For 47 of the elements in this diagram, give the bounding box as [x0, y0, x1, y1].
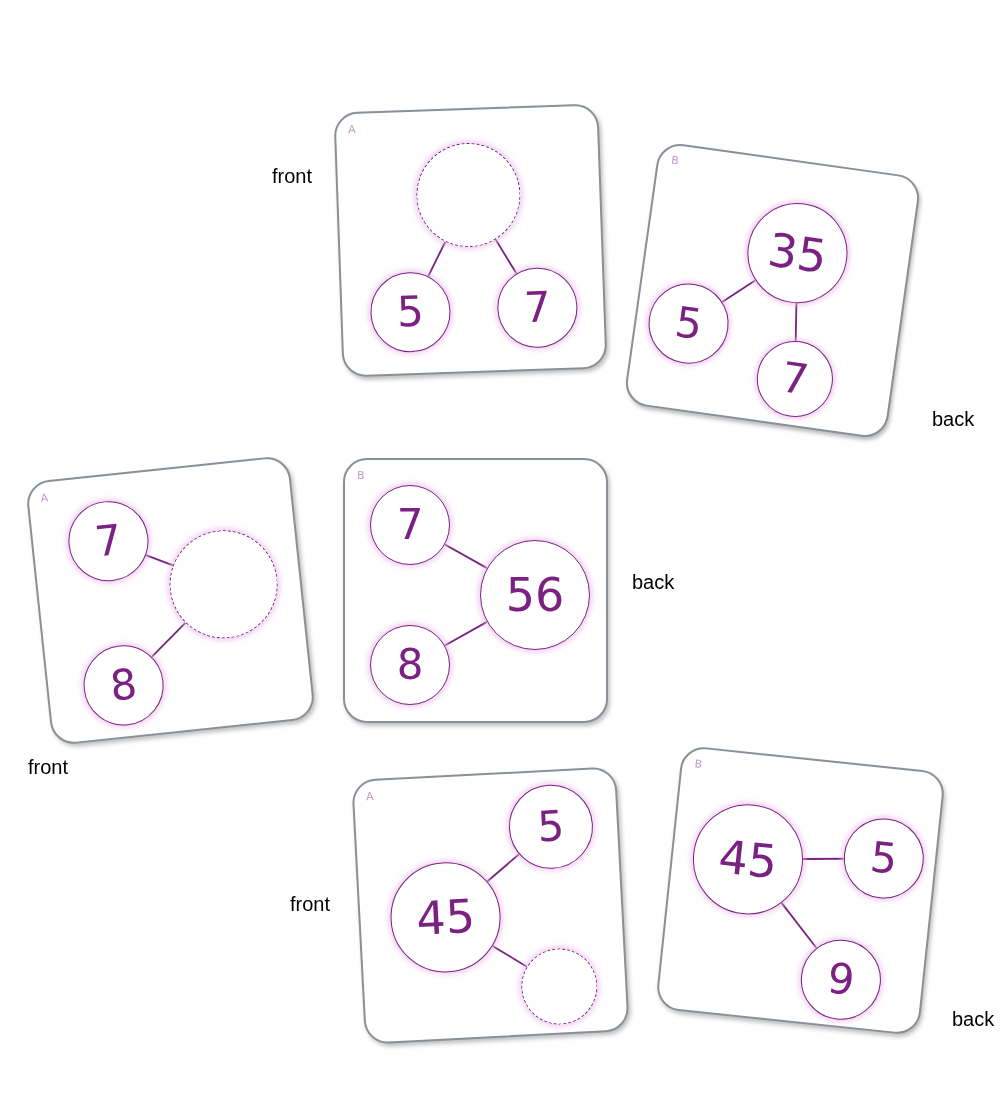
number: 56	[505, 572, 565, 618]
card-letter: B	[357, 470, 365, 481]
side-label: front	[272, 165, 313, 188]
blank-circle	[414, 141, 523, 249]
connector-line	[486, 853, 520, 883]
number: 45	[716, 833, 780, 886]
card-letter: A	[365, 790, 374, 803]
side-label: front	[28, 756, 69, 779]
connector-line	[491, 945, 528, 968]
number-circle	[480, 540, 590, 650]
card-letter: A	[347, 123, 356, 136]
number: 45	[415, 892, 476, 942]
number-circle	[370, 485, 450, 565]
number-circle	[369, 270, 452, 354]
card-letter: A	[40, 492, 49, 504]
side-label: back	[932, 408, 975, 431]
side-label: front	[290, 893, 331, 916]
side-label: back	[632, 571, 675, 594]
number-circle	[496, 266, 579, 350]
connector-line	[494, 238, 518, 275]
number: 5	[672, 301, 705, 347]
connector-line	[145, 554, 174, 567]
connector-line	[444, 620, 488, 647]
connector-line	[427, 240, 447, 278]
connector-line	[444, 543, 488, 570]
card-letter: B	[694, 758, 703, 770]
number: 7	[92, 518, 124, 564]
connector-line	[802, 857, 845, 860]
connector-line	[150, 621, 187, 658]
number: 7	[396, 504, 424, 546]
number: 5	[536, 805, 566, 849]
number-circle	[370, 625, 450, 705]
blank-circle	[519, 946, 600, 1027]
number: 8	[396, 644, 424, 686]
connector-line	[721, 279, 757, 303]
number: 9	[825, 957, 857, 1002]
number: 5	[868, 836, 900, 881]
side-label: back	[952, 1008, 995, 1031]
number: 7	[778, 356, 812, 402]
number: 5	[396, 290, 425, 334]
connector-line	[794, 302, 798, 342]
connector-line	[780, 901, 818, 949]
number: 35	[765, 226, 830, 280]
number: 7	[523, 286, 552, 330]
card	[343, 458, 608, 723]
number: 8	[108, 663, 140, 708]
card-letter: B	[670, 154, 680, 167]
